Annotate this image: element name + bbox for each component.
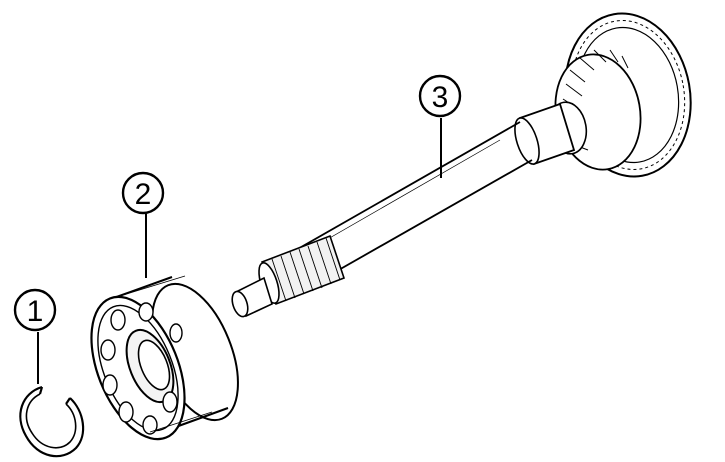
input-shaft — [231, 12, 692, 318]
callout-1-number: 1 — [27, 295, 44, 328]
callout-3: 3 — [418, 74, 462, 178]
shaft-gear — [548, 12, 692, 178]
ball-bearing — [90, 275, 239, 441]
callout-1: 1 — [13, 288, 57, 384]
callout-3-number: 3 — [432, 81, 449, 114]
callout-2-number: 2 — [135, 178, 152, 211]
callout-2: 2 — [121, 171, 165, 278]
snap-ring — [19, 385, 85, 458]
